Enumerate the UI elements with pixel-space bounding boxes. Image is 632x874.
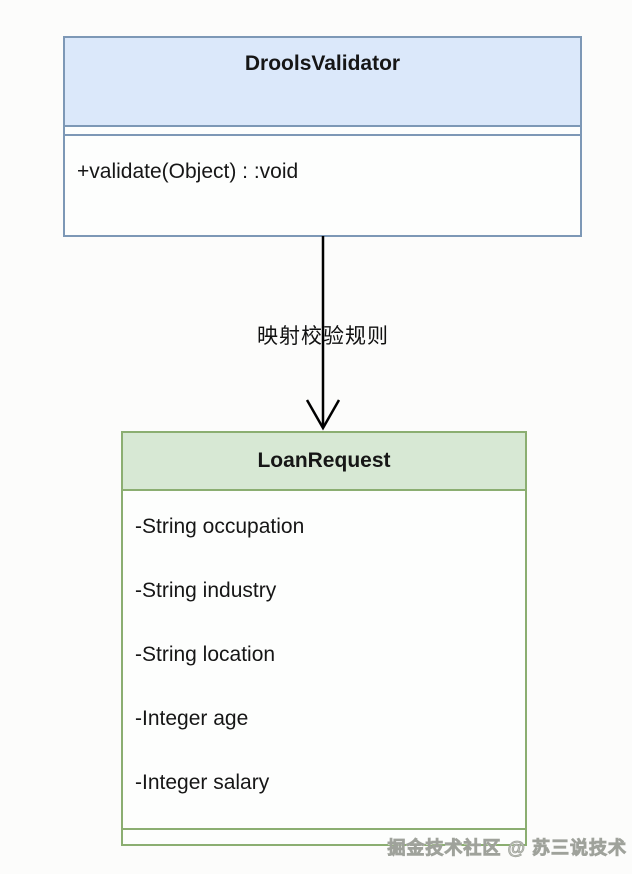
field-industry: -String industry: [135, 579, 277, 602]
empty-methods-compartment: [123, 828, 525, 844]
class-title-loanrequest: LoanRequest: [123, 433, 525, 491]
class-box-loanrequest: LoanRequest -String occupation -String i…: [121, 431, 527, 846]
field-salary: -Integer salary: [135, 771, 270, 794]
methods-compartment: +validate(Object) : :void: [65, 136, 580, 184]
field-location: -String location: [135, 643, 276, 666]
fields-compartment: -String occupation -String industry -Str…: [123, 491, 525, 828]
class-title-droolsvalidator: DroolsValidator: [65, 38, 580, 127]
open-arrowhead-icon: [305, 399, 341, 431]
empty-attributes-compartment: [65, 127, 580, 136]
dependency-arrow: [305, 236, 341, 431]
edge-label: 映射校验规则: [257, 325, 389, 348]
method-validate: +validate(Object) : :void: [77, 160, 299, 183]
field-occupation: -String occupation: [135, 515, 305, 538]
field-age: -Integer age: [135, 707, 249, 730]
class-box-droolsvalidator: DroolsValidator +validate(Object) : :voi…: [63, 36, 582, 237]
watermark-text: 掘金技术社区 @ 苏三说技术: [387, 838, 627, 859]
